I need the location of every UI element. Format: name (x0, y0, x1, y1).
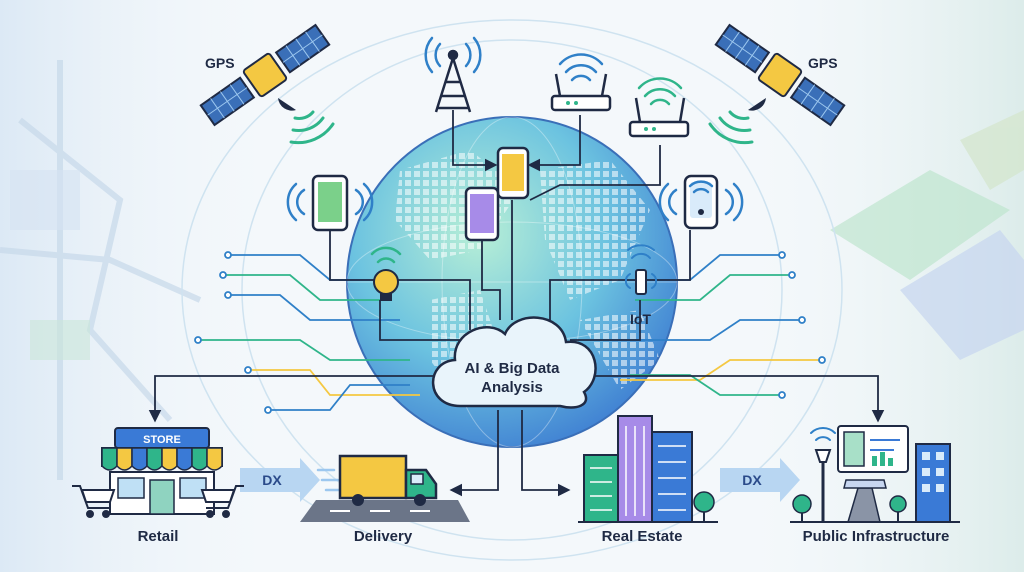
dx-label-right: DX (742, 472, 762, 488)
truck-icon (316, 454, 438, 506)
dx-arrow-left: DX (240, 458, 320, 502)
city-infrastructure-icon (790, 425, 960, 523)
delivery-road (300, 500, 470, 522)
dx-label-left: DX (262, 472, 282, 488)
dx-arrow-right: DX (720, 458, 800, 502)
smartphone-icon-center (496, 146, 530, 200)
smartphone-icon-left (286, 174, 374, 232)
sector-label-public-infrastructure: Public Infrastructure (803, 528, 950, 545)
gps-label-left: GPS (205, 55, 235, 71)
office-buildings-icon (578, 415, 718, 523)
gps-label-right: GPS (808, 55, 838, 71)
store-sign-text: STORE (143, 434, 181, 446)
connection-lines (148, 110, 885, 497)
cloud-title-line2: Analysis (481, 379, 543, 396)
cloud-ai-big-data: AI & Big Data Analysis (431, 316, 597, 409)
smartphone-icon-purple (464, 186, 500, 242)
wifi-router-icon (550, 53, 612, 112)
shopping-cart-icon-right (200, 485, 244, 518)
circuit-traces (194, 251, 826, 414)
smartphone-icon-right (658, 174, 744, 230)
iot-label: IoT (630, 311, 651, 327)
sector-label-real-estate: Real Estate (602, 528, 683, 545)
sector-label-retail: Retail (138, 528, 179, 545)
cloud-title-line1: AI & Big Data (464, 360, 560, 377)
smart-bulb-icon (370, 246, 402, 301)
sector-label-delivery: Delivery (354, 528, 413, 545)
satellite-right (708, 23, 846, 145)
orbit-rings (181, 19, 843, 561)
store-icon: STORE (101, 427, 223, 515)
iot-sensor-icon (624, 244, 658, 295)
shopping-cart-icon-left (72, 485, 116, 518)
satellite-left (199, 23, 335, 145)
cell-tower-icon (424, 36, 482, 113)
wifi-router-icon-2 (628, 77, 690, 138)
